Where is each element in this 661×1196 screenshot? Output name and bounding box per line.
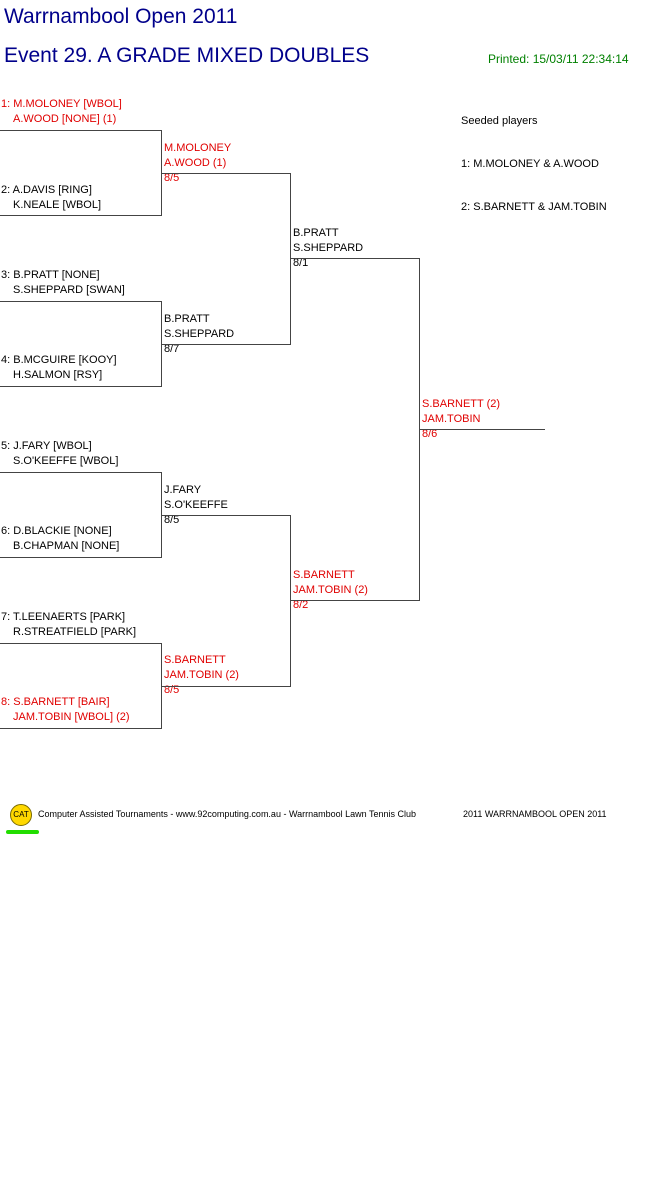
seeded-heading: Seeded players xyxy=(461,115,538,127)
bracket-line xyxy=(0,643,161,644)
entry-player-1: 7: T.LEENAERTS [PARK] xyxy=(1,611,126,623)
entry-player-1: 5: J.FARY [WBOL] xyxy=(1,440,92,452)
entry-player-2: B.CHAPMAN [NONE] xyxy=(13,540,120,552)
bracket-line xyxy=(0,301,161,302)
entry-player-1: 8: S.BARNETT [BAIR] xyxy=(1,696,110,708)
bracket-line xyxy=(290,515,291,687)
bracket-line xyxy=(290,258,419,259)
winner-player-2: S.SHEPPARD xyxy=(164,328,235,340)
entry-player-2: S.O'KEEFFE [WBOL] xyxy=(13,455,119,467)
winner-player-1: J.FARY xyxy=(164,484,202,496)
winner-player-1: M.MOLONEY xyxy=(164,142,232,154)
winner-player-2: JAM.TOBIN xyxy=(422,413,481,425)
bracket-line xyxy=(0,386,161,387)
match-score: 8/1 xyxy=(293,257,309,269)
entry-player-2: R.STREATFIELD [PARK] xyxy=(13,626,137,638)
seed-item: 2: S.BARNETT & JAM.TOBIN xyxy=(461,201,607,213)
match-score: 8/7 xyxy=(164,343,180,355)
bracket-line xyxy=(161,344,290,345)
match-score: 8/5 xyxy=(164,684,180,696)
winner-player-2: JAM.TOBIN (2) xyxy=(293,584,368,596)
bracket-line xyxy=(290,600,419,601)
winner-player-2: S.O'KEEFFE xyxy=(164,499,228,511)
event-title: Event 29. A GRADE MIXED DOUBLES xyxy=(4,44,370,67)
bracket-line xyxy=(419,429,545,430)
bracket-line xyxy=(161,515,290,516)
winner-player-2: JAM.TOBIN (2) xyxy=(164,669,239,681)
footer-event-name: 2011 WARRNAMBOOL OPEN 2011 xyxy=(463,809,607,819)
winner-player-2: A.WOOD (1) xyxy=(164,157,227,169)
match-score: 8/6 xyxy=(422,428,438,440)
entry-player-2: A.WOOD [NONE] (1) xyxy=(13,113,117,125)
footer-credits: Computer Assisted Tournaments - www.92co… xyxy=(38,809,417,819)
bracket-line xyxy=(161,686,290,687)
winner-player-1: S.BARNETT xyxy=(293,569,355,581)
winner-player-1: B.PRATT xyxy=(164,313,210,325)
bracket-line xyxy=(0,472,161,473)
entry-player-2: JAM.TOBIN [WBOL] (2) xyxy=(13,711,130,723)
entry-player-1: 1: M.MOLONEY [WBOL] xyxy=(1,98,122,110)
entry-player-2: H.SALMON [RSY] xyxy=(13,369,103,381)
entry-player-2: S.SHEPPARD [SWAN] xyxy=(13,284,125,296)
entry-player-1: 2: A.DAVIS [RING] xyxy=(1,184,92,196)
printed-timestamp: Printed: 15/03/11 22:34:14 xyxy=(488,52,629,66)
seed-item: 1: M.MOLONEY & A.WOOD xyxy=(461,158,599,170)
winner-player-1: S.BARNETT (2) xyxy=(422,398,501,410)
entry-player-1: 3: B.PRATT [NONE] xyxy=(1,269,100,281)
winner-player-1: S.BARNETT xyxy=(164,654,226,666)
winner-player-2: S.SHEPPARD xyxy=(293,242,364,254)
bracket-line xyxy=(0,728,161,729)
bracket-line xyxy=(0,557,161,558)
tournament-title: Warrnambool Open 2011 xyxy=(4,5,238,28)
match-score: 8/5 xyxy=(164,514,180,526)
entry-player-1: 6: D.BLACKIE [NONE] xyxy=(1,525,112,537)
bracket-line xyxy=(290,173,291,345)
entry-player-1: 4: B.MCGUIRE [KOOY] xyxy=(1,354,117,366)
bracket-line xyxy=(161,173,290,174)
bracket-line xyxy=(0,215,161,216)
entry-player-2: K.NEALE [WBOL] xyxy=(13,199,102,211)
match-score: 8/5 xyxy=(164,172,180,184)
bracket-line xyxy=(0,130,161,131)
winner-player-1: B.PRATT xyxy=(293,227,339,239)
match-score: 8/2 xyxy=(293,599,309,611)
logo-underline xyxy=(6,830,39,834)
cat-logo-icon: CAT xyxy=(10,804,32,826)
